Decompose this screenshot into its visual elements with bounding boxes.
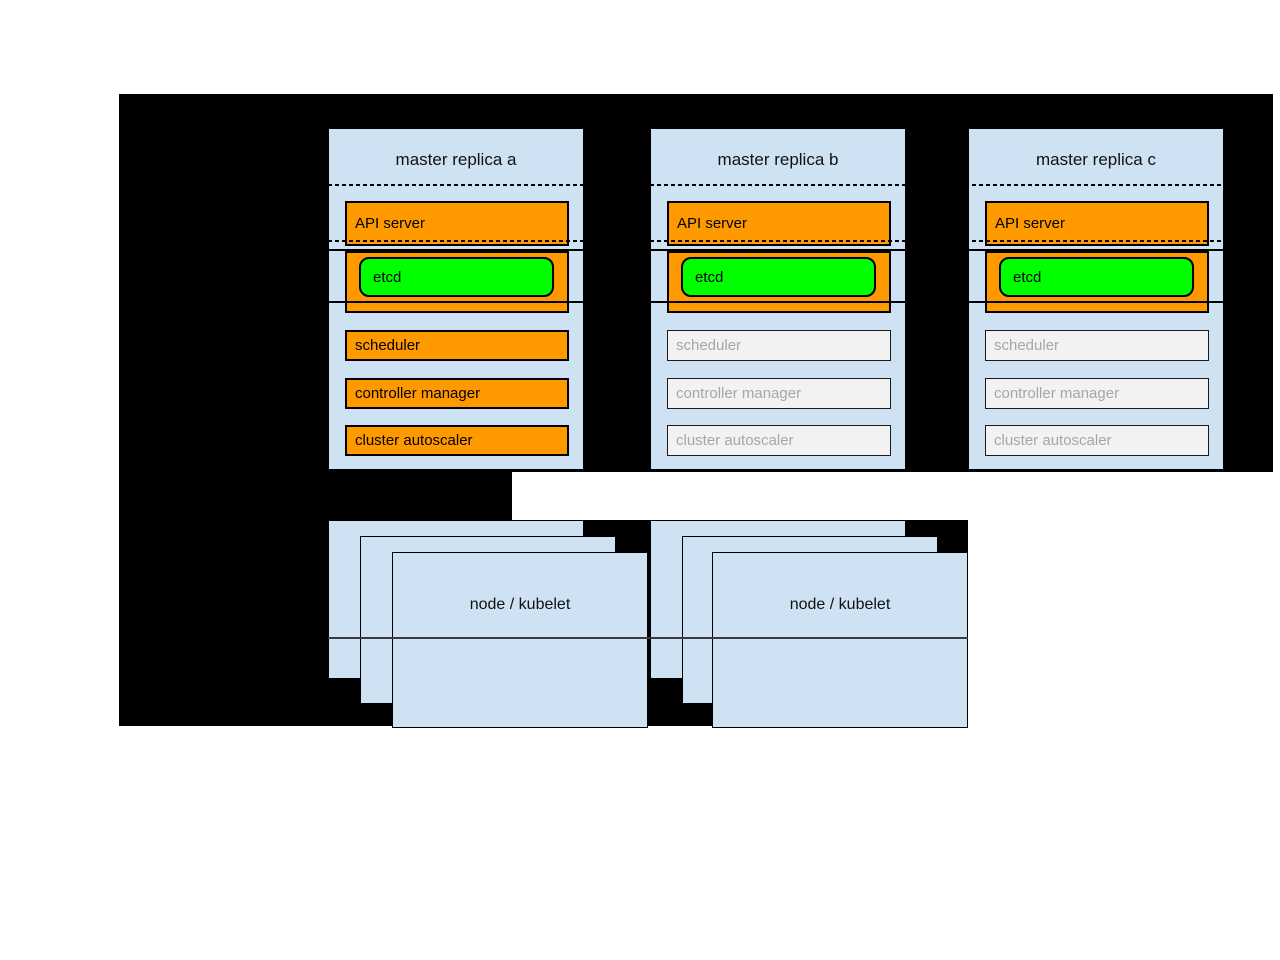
api-server-box: API server	[985, 201, 1209, 246]
api-server-box: API server	[345, 201, 569, 246]
node-divider-line	[328, 637, 968, 639]
etcd-label: etcd	[1013, 268, 1042, 286]
master-replica-c-box: master replica c API server etcd schedul…	[968, 128, 1224, 470]
controller-manager-box-standby: controller manager	[667, 378, 891, 409]
cluster-autoscaler-label: cluster autoscaler	[676, 432, 794, 449]
api-server-box: API server	[667, 201, 891, 246]
etcd-box: etcd	[359, 257, 554, 297]
master-replica-a-box: master replica a API server etcd schedul…	[328, 128, 584, 470]
etcd-label: etcd	[373, 268, 402, 286]
etcd-container-box: etcd	[345, 251, 569, 313]
node-stack-2-front-box: node / kubelet	[712, 552, 968, 728]
controller-manager-box-standby: controller manager	[985, 378, 1209, 409]
master-replica-b-title: master replica b	[717, 150, 839, 169]
scheduler-box-standby: scheduler	[667, 330, 891, 361]
api-server-label: API server	[995, 215, 1066, 232]
cluster-autoscaler-box-standby: cluster autoscaler	[985, 425, 1209, 456]
cluster-autoscaler-box: cluster autoscaler	[345, 425, 569, 456]
scheduler-label: scheduler	[355, 337, 421, 354]
scheduler-box: scheduler	[345, 330, 569, 361]
master-replica-c-title: master replica c	[1036, 150, 1156, 169]
etcd-band-bottom-line	[328, 301, 1225, 303]
api-server-label: API server	[355, 215, 426, 232]
master-replica-b-box: master replica b API server etcd schedul…	[650, 128, 906, 470]
controller-manager-label: controller manager	[676, 385, 802, 402]
cluster-autoscaler-label: cluster autoscaler	[355, 432, 473, 449]
master-replica-a-title: master replica a	[395, 150, 517, 169]
etcd-box: etcd	[681, 257, 876, 297]
node-kubelet-label: node / kubelet	[469, 596, 571, 613]
controller-manager-label: controller manager	[994, 385, 1120, 402]
scheduler-label: scheduler	[676, 337, 742, 354]
node-kubelet-label: node / kubelet	[789, 596, 891, 613]
etcd-container-box: etcd	[667, 251, 891, 313]
node-stack-1-front-box: node / kubelet	[392, 552, 648, 728]
etcd-box: etcd	[999, 257, 1194, 297]
dashed-divider-header-line	[328, 184, 1225, 186]
api-server-label: API server	[677, 215, 748, 232]
cluster-autoscaler-label: cluster autoscaler	[994, 432, 1112, 449]
etcd-label: etcd	[695, 268, 724, 286]
dashed-divider-api-line	[328, 240, 1225, 242]
scheduler-box-standby: scheduler	[985, 330, 1209, 361]
etcd-container-box: etcd	[985, 251, 1209, 313]
controller-manager-box: controller manager	[345, 378, 569, 409]
controller-manager-label: controller manager	[355, 385, 481, 402]
scheduler-label: scheduler	[994, 337, 1060, 354]
etcd-band-top-line	[328, 249, 1225, 251]
black-background-left-strip	[119, 472, 512, 520]
cluster-autoscaler-box-standby: cluster autoscaler	[667, 425, 891, 456]
